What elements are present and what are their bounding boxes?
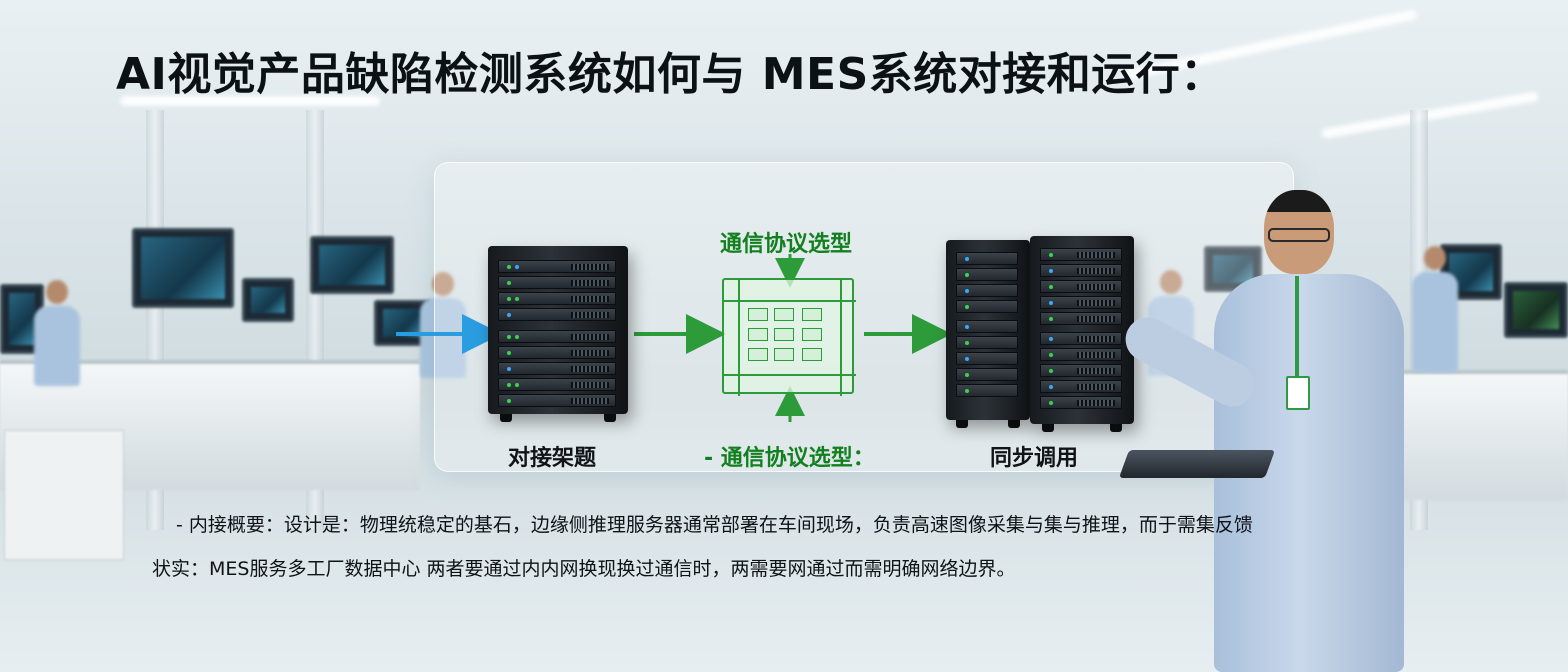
background-worker xyxy=(420,272,466,378)
mes-server-rack-icon xyxy=(946,240,1030,428)
description-line-2: 状实：MES服务多工厂数据中心 两者要通过内内网换现换过通信时，两需要网通过而需… xyxy=(152,558,1016,580)
tablet-icon xyxy=(1118,450,1276,478)
right-server-label: 同步调用 xyxy=(990,446,1079,471)
background-monitor xyxy=(1504,282,1568,338)
mes-server-rack-icon xyxy=(1030,236,1134,432)
engineer-figure xyxy=(1117,190,1430,672)
edge-inference-server-icon xyxy=(488,246,628,422)
background-worker xyxy=(34,280,80,386)
background-worker xyxy=(1412,246,1458,372)
background-monitor xyxy=(1204,246,1262,292)
background-monitor xyxy=(310,236,394,294)
background-monitor xyxy=(242,278,294,322)
cabinet xyxy=(4,430,124,560)
page-title: AI视觉产品缺陷检测系统如何与 MES系统对接和运行： xyxy=(116,49,1225,100)
description-line-1: - 内接概要：设计是：物理统稳定的基石，边缘侧推理服务器通常部署在车间现场，负责… xyxy=(176,514,1253,536)
workbench xyxy=(1380,370,1568,500)
middle-protocol-label: - 通信协议选型： xyxy=(704,446,875,471)
background-monitor xyxy=(132,228,234,308)
left-server-label: 对接架题 xyxy=(508,446,597,471)
ceiling-light xyxy=(120,96,380,106)
top-protocol-label: 通信协议选型 xyxy=(720,232,853,257)
protocol-circuit-board-icon xyxy=(722,278,856,396)
